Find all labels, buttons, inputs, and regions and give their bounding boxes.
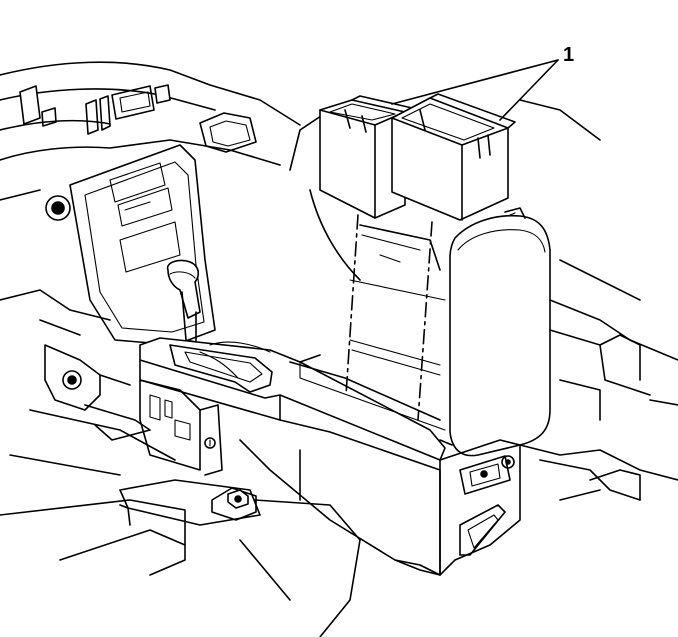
- cup-holder-insert-right: [391, 93, 516, 221]
- installation-lines: [345, 214, 433, 421]
- cup-holder-insert-left: [319, 95, 413, 219]
- bolt-icon: [211, 487, 257, 521]
- knob-icon: [45, 195, 71, 221]
- armrest-lid: [439, 207, 551, 457]
- floor-left: [0, 289, 361, 637]
- callout-number-1: 1: [563, 44, 575, 66]
- floor-console: [139, 337, 456, 576]
- seat-track-bracket: [44, 344, 223, 476]
- instrument-panel: [0, 61, 301, 201]
- callout-leaders: [391, 59, 559, 121]
- shift-lever: [166, 259, 201, 343]
- center-stack-bezel: [69, 144, 216, 346]
- storage-bin: [349, 224, 446, 376]
- console-rear: [439, 439, 521, 561]
- floor-right: [519, 299, 678, 501]
